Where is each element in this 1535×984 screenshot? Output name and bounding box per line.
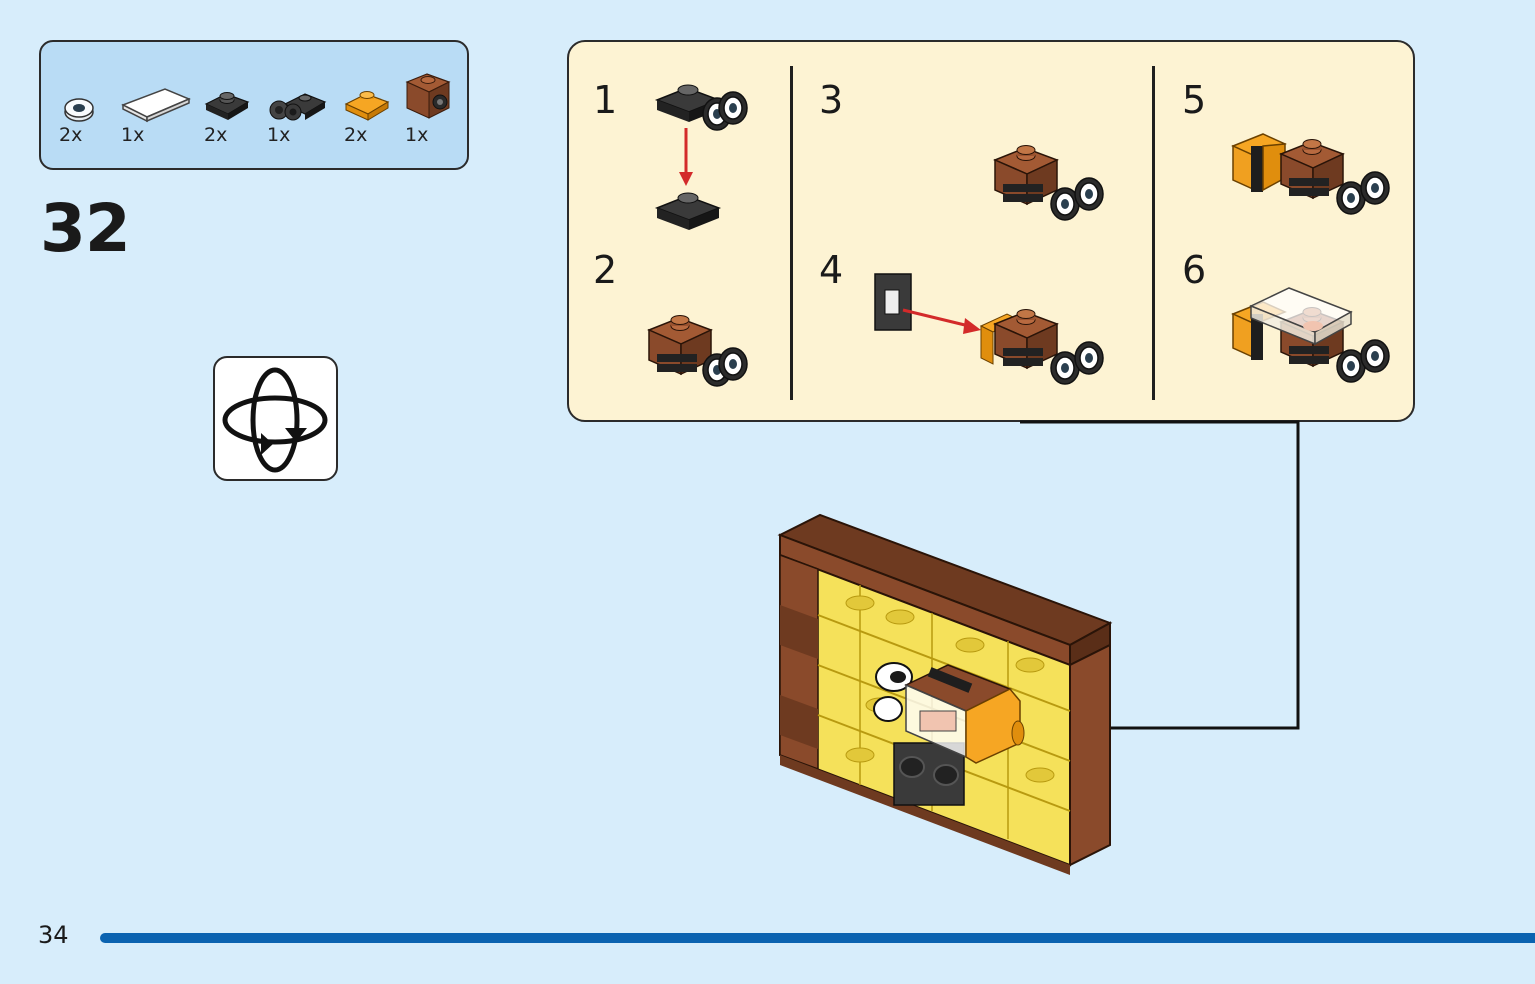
part-qty: 2x <box>204 124 228 146</box>
sub-step-number: 3 <box>819 78 844 122</box>
sub-step-1-art <box>654 84 748 230</box>
sub-step-6-art <box>1231 287 1390 383</box>
rotate-model-icon-box <box>213 356 338 481</box>
sub-step-number: 5 <box>1182 78 1207 122</box>
sub-assembly-illustrations <box>648 84 1390 387</box>
part-white-wheel: 2x <box>59 70 119 160</box>
wheel-holder-plate-icon <box>269 93 327 121</box>
sub-step-number: 2 <box>593 248 618 292</box>
black-plate-icon <box>204 92 250 120</box>
page-number: 34 <box>38 921 69 949</box>
sub-assembly-panel: 1 2 3 4 5 6 <box>567 40 1415 422</box>
transparent-tile-icon <box>121 88 191 123</box>
part-wheel-holder: 1x <box>267 70 329 160</box>
main-model-illustration <box>777 513 1113 875</box>
part-qty: 2x <box>59 124 83 146</box>
page-progress-bar <box>100 933 1535 943</box>
parts-list-box: 2x 1x 2x 1x <box>39 40 469 170</box>
white-wheel-icon <box>64 98 94 122</box>
sub-step-4-art <box>874 273 1104 385</box>
part-orange-plate: 2x <box>344 70 404 160</box>
part-qty: 2x <box>344 124 368 146</box>
part-brown-bracket: 1x <box>405 70 465 160</box>
rotate-model-icon <box>222 367 328 473</box>
sub-step-3-art <box>994 144 1104 221</box>
part-qty: 1x <box>405 124 429 146</box>
brown-bracket-icon <box>405 73 451 119</box>
part-transparent-tile: 1x <box>121 70 191 160</box>
part-qty: 1x <box>121 124 145 146</box>
part-qty: 1x <box>267 124 291 146</box>
part-black-plate: 2x <box>204 70 264 160</box>
sub-step-number: 1 <box>593 78 618 122</box>
orange-plate-icon <box>344 91 390 121</box>
sub-step-2-art <box>648 314 748 387</box>
panel-divider <box>1152 66 1155 400</box>
sub-step-5-art <box>1231 133 1390 215</box>
sub-step-number: 6 <box>1182 248 1207 292</box>
step-number: 32 <box>40 190 131 267</box>
sub-step-number: 4 <box>819 248 844 292</box>
panel-divider <box>790 66 793 400</box>
